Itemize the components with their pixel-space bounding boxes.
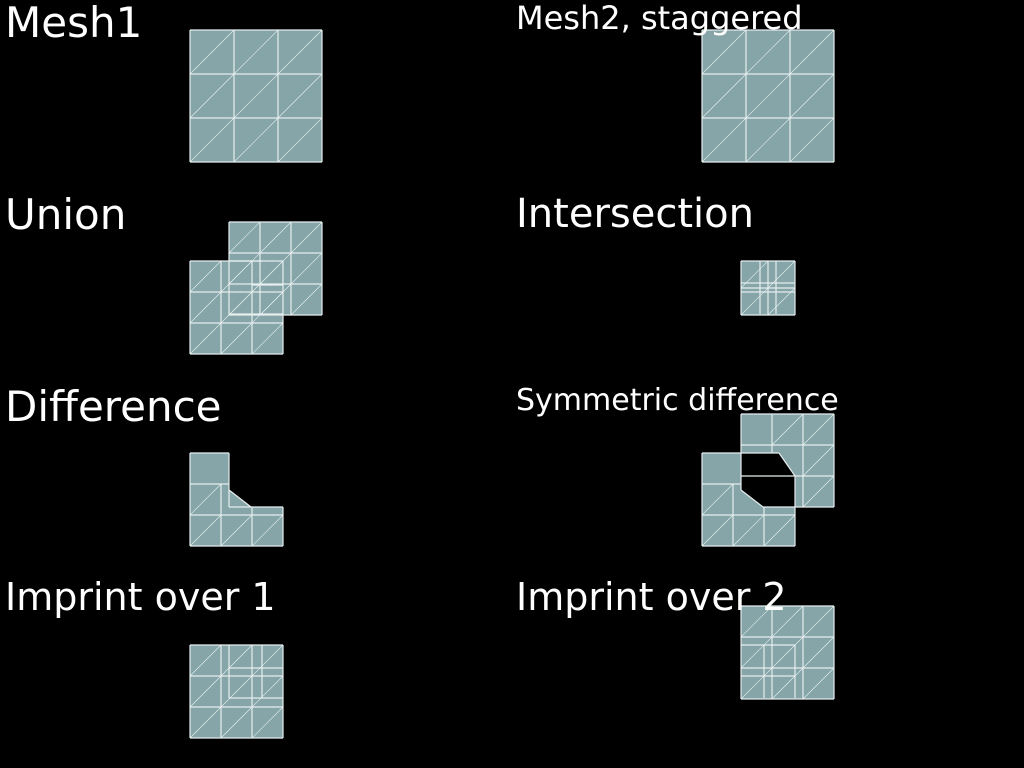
- union-mesh2-diagonal: [290, 283, 323, 316]
- union-mesh2-diagonal: [259, 221, 292, 254]
- label-mesh2: Mesh2, staggered: [516, 0, 803, 37]
- mesh2-diagonal: [789, 29, 835, 75]
- imprint2-diagonal: [802, 605, 835, 638]
- imprint2-diagonal: [740, 667, 773, 700]
- mesh1-diagonal: [233, 73, 279, 119]
- label-symmetric-difference: Symmetric difference: [516, 383, 839, 418]
- mesh1-diagonal: [277, 117, 323, 163]
- imprint1-diagonal: [220, 644, 253, 677]
- imprint2-diagonal: [771, 605, 804, 638]
- mesh2-diagonal: [701, 117, 747, 163]
- label-difference: Difference: [5, 382, 222, 431]
- imprint1-diagonal: [251, 706, 284, 739]
- label-imprint-over-1: Imprint over 1: [5, 575, 276, 619]
- difference-diagonal: [220, 514, 253, 547]
- mesh2-diagonal: [745, 117, 791, 163]
- union-mesh1-diagonal: [220, 291, 253, 324]
- union-mesh1-diagonal: [189, 322, 222, 355]
- union-mesh1-diagonal: [220, 260, 253, 293]
- symdiff-diagonal: [802, 475, 835, 508]
- union-mesh1-diagonal: [220, 322, 253, 355]
- symdiff-edge: [740, 489, 764, 508]
- union-mesh2-diagonal: [228, 221, 261, 254]
- imprint1-diagonal: [189, 706, 222, 739]
- mesh1-diagonal: [233, 117, 279, 163]
- union-mesh1-diagonal: [189, 291, 222, 324]
- label-mesh1: Mesh1: [5, 0, 143, 47]
- imprint2-diagonal: [771, 636, 804, 669]
- imprint1-diagonal: [189, 675, 222, 708]
- label-intersection: Intersection: [516, 191, 754, 237]
- imprint1-diagonal: [251, 675, 284, 708]
- union-mesh1-diagonal: [251, 322, 284, 355]
- mesh2-diagonal: [701, 73, 747, 119]
- union-mesh1-diagonal: [251, 291, 284, 324]
- symdiff-diagonal: [763, 514, 796, 547]
- mesh2-diagonal: [701, 29, 747, 75]
- symdiff-diagonal: [771, 413, 804, 446]
- mesh1-diagonal: [233, 29, 279, 75]
- imprint1-diagonal: [220, 675, 253, 708]
- symdiff-hole: [741, 453, 795, 507]
- label-imprint-over-2: Imprint over 2: [516, 575, 787, 619]
- imprint2-diagonal: [740, 605, 773, 638]
- symdiff-diagonal: [802, 413, 835, 446]
- mesh2-diagonal: [745, 29, 791, 75]
- mesh1-diagonal: [189, 73, 235, 119]
- symdiff-diagonal: [701, 483, 734, 516]
- difference-diagonal: [189, 514, 222, 547]
- mesh2-diagonal: [789, 73, 835, 119]
- imprint1-diagonal: [251, 644, 284, 677]
- mesh2-diagonal: [745, 73, 791, 119]
- difference-edge: [228, 489, 252, 508]
- imprint1-diagonal: [220, 706, 253, 739]
- imprint2-diagonal: [802, 667, 835, 700]
- imprint2-diagonal: [802, 636, 835, 669]
- union-mesh2-diagonal: [290, 252, 323, 285]
- imprint1-diagonal: [189, 644, 222, 677]
- difference-diagonal: [189, 483, 222, 516]
- mesh1-diagonal: [277, 73, 323, 119]
- symdiff-diagonal: [701, 514, 734, 547]
- difference-diagonal: [251, 514, 284, 547]
- union-mesh1-diagonal: [189, 260, 222, 293]
- symdiff-edge: [778, 452, 796, 477]
- imprint2-diagonal: [740, 636, 773, 669]
- mesh1-diagonal: [277, 29, 323, 75]
- symdiff-diagonal: [732, 514, 765, 547]
- mesh1-diagonal: [189, 29, 235, 75]
- symdiff-diagonal: [802, 444, 835, 477]
- label-union: Union: [5, 190, 127, 239]
- mesh1-diagonal: [189, 117, 235, 163]
- mesh2-diagonal: [789, 117, 835, 163]
- union-mesh2-diagonal: [290, 221, 323, 254]
- union-mesh1-diagonal: [251, 260, 284, 293]
- imprint2-diagonal: [771, 667, 804, 700]
